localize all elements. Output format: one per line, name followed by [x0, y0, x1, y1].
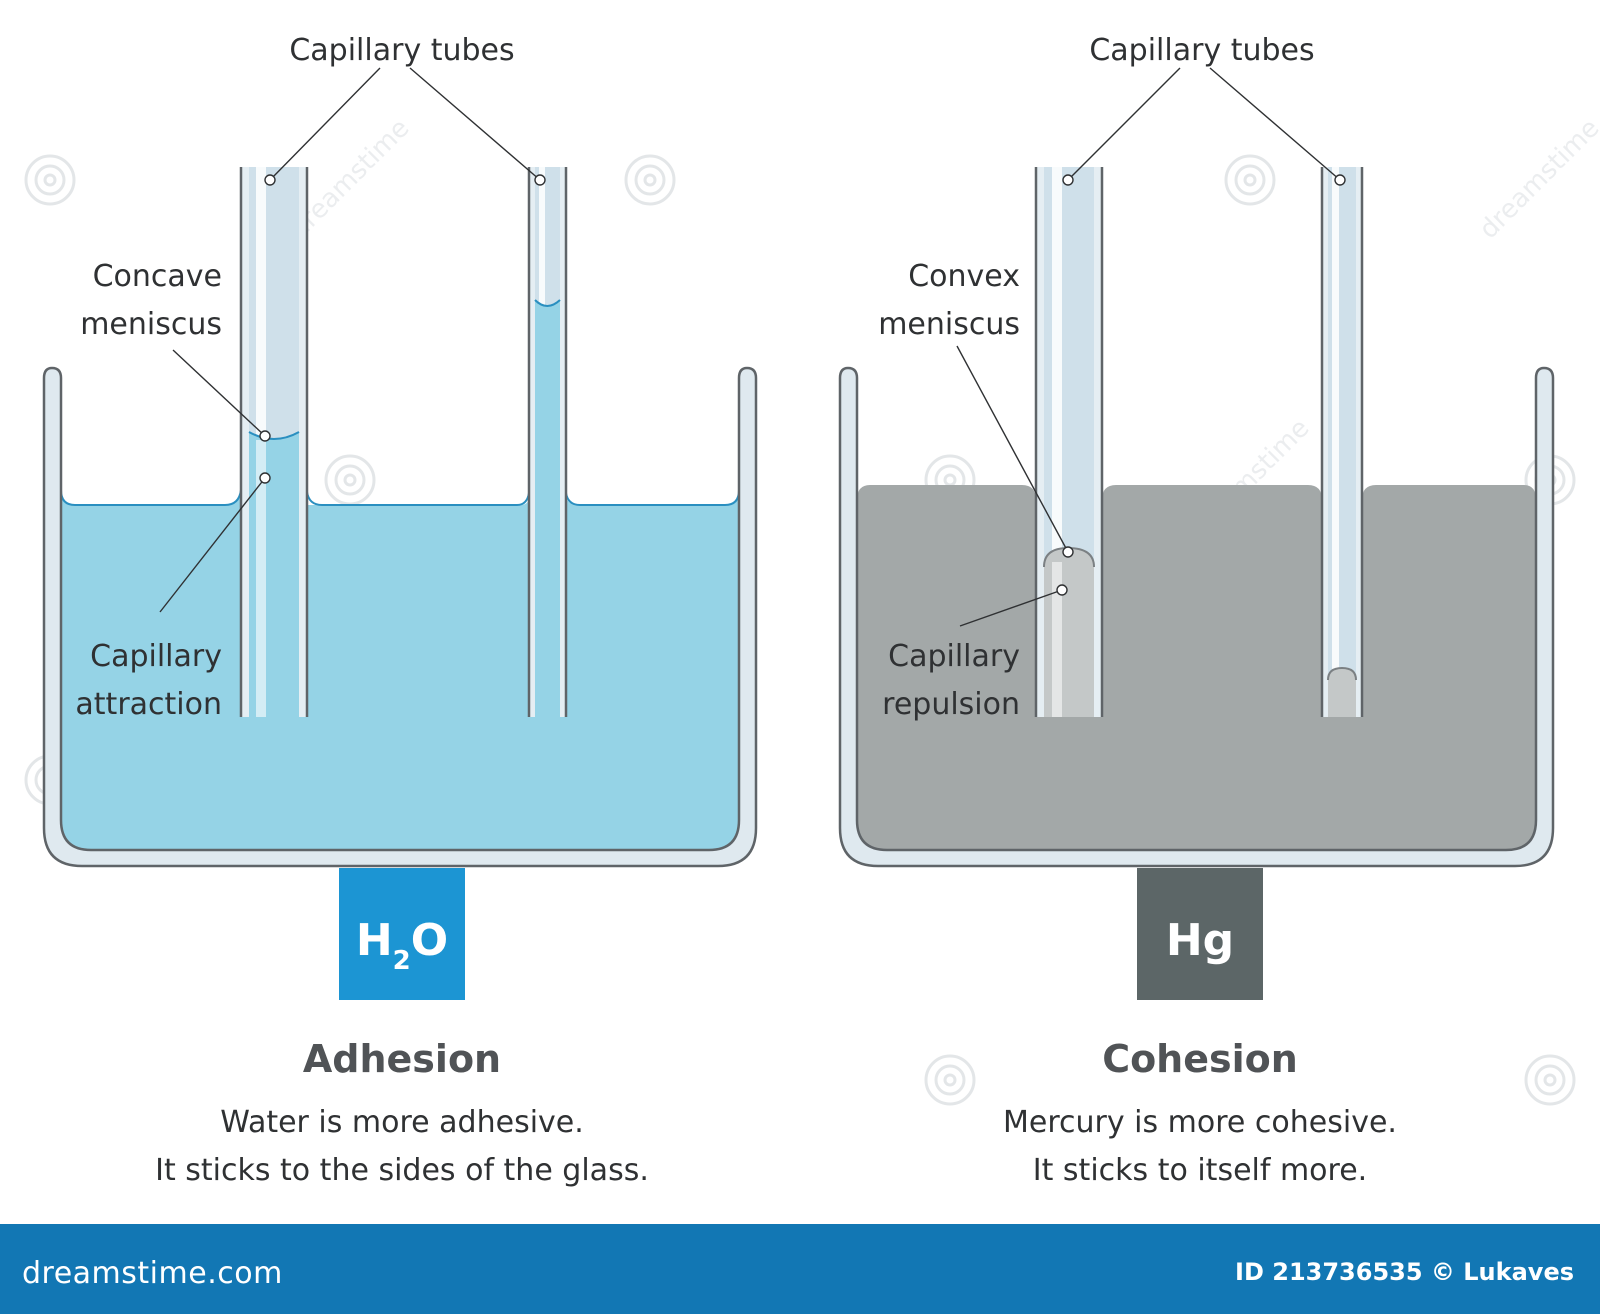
right-leader-lines [956, 67, 1346, 627]
capillary-action-label: Capillary [888, 639, 1020, 674]
beaker-wall [42, 366, 758, 868]
narrow-capillary-tube [1320, 167, 1364, 717]
water-liquid [61, 700, 739, 850]
tube-mercury-column [1044, 548, 1094, 717]
hg-formula: Hg [1166, 915, 1234, 966]
capillary-action-label: attraction [75, 687, 222, 722]
meniscus-label: meniscus [878, 307, 1020, 342]
adhesion-description: Water is more adhesive. [220, 1105, 584, 1140]
meniscus-label: meniscus [80, 307, 222, 342]
cohesion-title: Cohesion [1102, 1037, 1298, 1081]
meniscus-label: Concave [93, 259, 222, 294]
wide-capillary-tube [239, 167, 309, 717]
mercury-beaker [838, 366, 1555, 868]
adhesion-title: Adhesion [303, 1037, 501, 1081]
tube-water-column [535, 300, 560, 717]
cohesion-description: It sticks to itself more. [1033, 1153, 1367, 1188]
water-surface [565, 489, 740, 506]
narrow-capillary-tube [527, 167, 568, 717]
capillary-diagram: dreamstime dreamstime dreamstime dreamst… [24, 33, 1600, 1188]
adhesion-description: It sticks to the sides of the glass. [155, 1153, 649, 1188]
concave-meniscus-line [248, 431, 300, 440]
h2o-formula: H2O [356, 915, 448, 976]
footer-bar: dreamstime.com ID 213736535 © Lukaves [0, 1224, 1600, 1314]
footer-logo[interactable]: dreamstime.com [22, 1256, 283, 1291]
hg-box [1137, 868, 1263, 1000]
beaker-wall [838, 366, 1555, 868]
left-leader-lines [159, 67, 546, 613]
wide-capillary-tube [1034, 167, 1104, 717]
h2o-box [339, 868, 465, 1000]
water-surface [306, 491, 530, 506]
meniscus-label: Convex [908, 259, 1020, 294]
concave-meniscus-line [534, 299, 561, 307]
water-beaker [42, 366, 758, 868]
image-id-credit: ID 213736535 © Lukaves [1235, 1258, 1574, 1286]
capillary-action-label: repulsion [882, 687, 1020, 722]
mercury-liquid [857, 700, 1536, 850]
convex-meniscus-line [1327, 666, 1357, 681]
water-surface [60, 489, 242, 506]
tube-mercury-column [1328, 668, 1356, 717]
cohesion-description: Mercury is more cohesive. [1003, 1105, 1397, 1140]
capillary-tubes-label: Capillary tubes [1089, 33, 1314, 68]
capillary-tubes-label: Capillary tubes [289, 33, 514, 68]
capillary-action-label: Capillary [90, 639, 222, 674]
watermark-text: dreamstime [1474, 113, 1600, 245]
